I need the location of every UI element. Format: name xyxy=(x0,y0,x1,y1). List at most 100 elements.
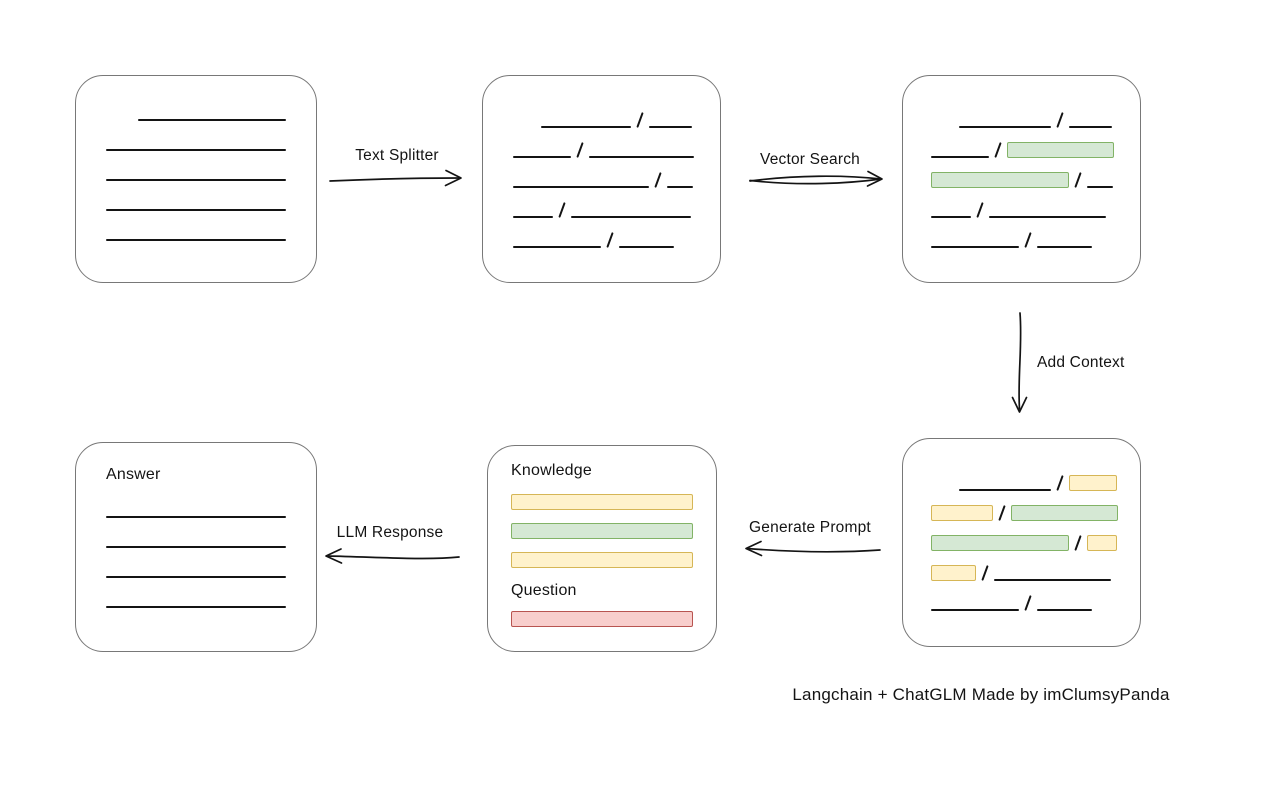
text-line xyxy=(513,216,553,218)
slash-separator xyxy=(576,142,584,158)
content-row xyxy=(513,218,720,248)
content-row xyxy=(511,523,716,539)
text-line xyxy=(106,149,286,151)
document-box xyxy=(75,75,317,283)
content-row xyxy=(931,98,1140,128)
answer-heading: Answer xyxy=(106,466,161,483)
add-context-arrow xyxy=(1011,312,1028,413)
text-line xyxy=(1037,246,1092,248)
knowledge-heading: Knowledge xyxy=(511,462,592,479)
content-row xyxy=(931,491,1140,521)
indent-gap xyxy=(106,120,138,121)
text-line xyxy=(541,126,631,128)
text-line xyxy=(1069,126,1112,128)
yellow-highlight xyxy=(1069,475,1117,491)
generate-prompt-arrow xyxy=(745,540,881,557)
content-row xyxy=(106,518,316,548)
content-row xyxy=(931,551,1140,581)
text-line xyxy=(989,216,1106,218)
question-bar xyxy=(511,611,716,627)
text-splitter-arrow xyxy=(329,169,462,187)
answer-lines xyxy=(106,488,316,608)
content-row xyxy=(931,461,1140,491)
yellow-highlight xyxy=(1087,535,1117,551)
text-line xyxy=(513,246,601,248)
indent-gap xyxy=(513,127,541,128)
content-row xyxy=(931,158,1140,188)
slash-separator xyxy=(976,202,984,218)
text-line xyxy=(106,606,286,608)
content-row xyxy=(931,188,1140,218)
text-line xyxy=(138,119,286,121)
content-row xyxy=(511,611,716,627)
indent-gap xyxy=(931,490,959,491)
green-highlight xyxy=(931,535,1069,551)
content-row xyxy=(106,548,316,578)
content-row xyxy=(513,158,720,188)
text-line xyxy=(106,546,286,548)
content-row xyxy=(511,552,716,568)
slash-separator xyxy=(558,202,566,218)
content-row xyxy=(931,581,1140,611)
text-line xyxy=(931,216,971,218)
text-line xyxy=(589,156,694,158)
text-line xyxy=(619,246,674,248)
generate-prompt-label: Generate Prompt xyxy=(749,519,871,536)
slash-separator xyxy=(636,112,644,128)
add-context-label: Add Context xyxy=(1037,354,1125,371)
slash-separator xyxy=(654,172,662,188)
content-row xyxy=(931,128,1140,158)
content-row xyxy=(106,91,316,121)
text-line xyxy=(571,216,691,218)
text-line xyxy=(931,609,1019,611)
yellow-highlight xyxy=(931,505,993,521)
slash-separator xyxy=(1024,595,1032,611)
content-row xyxy=(106,181,316,211)
text-line xyxy=(513,156,571,158)
content-row xyxy=(106,151,316,181)
content-row xyxy=(511,494,716,510)
question-heading: Question xyxy=(511,582,577,599)
knowledge-bars xyxy=(511,494,716,568)
context-box xyxy=(902,438,1141,647)
text-line xyxy=(1037,609,1092,611)
text-line xyxy=(106,179,286,181)
content-row xyxy=(513,98,720,128)
text-line xyxy=(931,156,989,158)
slash-separator xyxy=(981,565,989,581)
prompt-box: Knowledge Question xyxy=(487,445,717,652)
content-row xyxy=(106,211,316,241)
text-line xyxy=(959,126,1051,128)
green-highlight xyxy=(931,172,1069,188)
red-highlight xyxy=(511,611,693,627)
content-row xyxy=(513,128,720,158)
content-row xyxy=(106,121,316,151)
text-splitter-label: Text Splitter xyxy=(355,147,439,164)
slash-separator xyxy=(1056,112,1064,128)
caption: Langchain + ChatGLM Made by imClumsyPand… xyxy=(792,685,1170,704)
green-highlight xyxy=(511,523,693,539)
text-line xyxy=(1087,186,1113,188)
yellow-highlight xyxy=(511,552,693,568)
slash-separator xyxy=(1074,172,1082,188)
slash-separator xyxy=(994,142,1002,158)
text-chunks-box xyxy=(482,75,721,283)
text-line xyxy=(667,186,693,188)
text-line xyxy=(994,579,1111,581)
content-row xyxy=(931,218,1140,248)
slash-separator xyxy=(998,505,1006,521)
vector-search-label: Vector Search xyxy=(760,151,860,168)
slash-separator xyxy=(1056,475,1064,491)
slash-separator xyxy=(1074,535,1082,551)
text-line xyxy=(959,489,1051,491)
answer-box: Answer xyxy=(75,442,317,652)
text-line xyxy=(513,186,649,188)
text-line xyxy=(106,576,286,578)
llm-response-label: LLM Response xyxy=(336,524,444,541)
text-line xyxy=(649,126,692,128)
text-line xyxy=(931,246,1019,248)
slash-separator xyxy=(606,232,614,248)
vector-search-arrow xyxy=(749,170,883,187)
text-line xyxy=(106,209,286,211)
content-row xyxy=(931,521,1140,551)
